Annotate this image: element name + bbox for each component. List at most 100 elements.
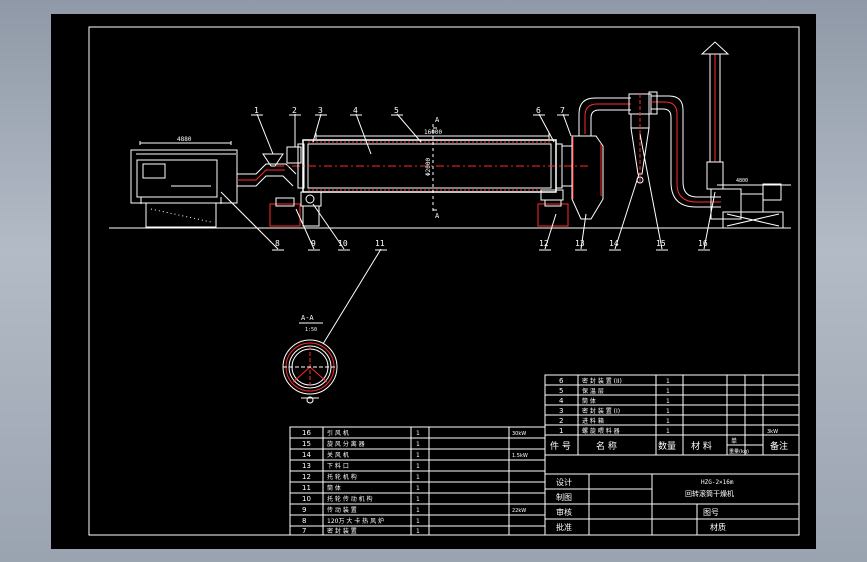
screw-feeder <box>262 146 302 167</box>
callout-13: 13 <box>575 239 585 248</box>
chimney <box>700 41 730 190</box>
part-qty: 1 <box>666 378 670 385</box>
drum-body: 16000 Φ2000 A A <box>276 116 591 220</box>
part-name: 筒 体 <box>582 397 596 405</box>
part-no: 2 <box>559 417 563 425</box>
part-name: 托 轮 传 动 机 构 <box>327 495 373 503</box>
part-qty: 1 <box>666 398 670 405</box>
part-no: 15 <box>302 440 311 448</box>
part-name: 密 封 装 置 (I) <box>582 407 620 415</box>
part-qty: 1 <box>666 408 670 415</box>
part-no: 1 <box>559 427 563 435</box>
part-no: 5 <box>559 387 563 395</box>
title-block: 设计 制图 审核 批准 HZG-2×16m 回转滚筒干燥机 图号 材质 <box>544 473 800 536</box>
callout-numbers: 1 2 3 4 5 6 7 8 9 10 11 12 13 14 15 16 <box>254 106 708 248</box>
model-number: HZG-2×16m <box>701 479 734 486</box>
part-qty: 1 <box>416 452 420 459</box>
part-no: 16 <box>302 429 311 437</box>
approve-label: 批准 <box>556 522 572 532</box>
callout-4: 4 <box>353 106 358 115</box>
callout-10: 10 <box>338 239 348 248</box>
parts-list-left-text: 16 引 风 机 1 30kW 15 旋 风 分 离 器 1 14 关 风 机 … <box>302 429 528 535</box>
parts-list-left <box>289 426 546 536</box>
fan-duct <box>648 91 721 208</box>
parts-list-right-text: 6 密 封 装 置 (II) 1 5 保 温 层 1 4 筒 体 1 3 密 封… <box>550 377 788 455</box>
part-qty: 1 <box>666 418 670 425</box>
drive-and-rollers <box>269 189 569 227</box>
header-qty: 数量 <box>658 440 676 452</box>
header-remark: 备注 <box>770 440 788 452</box>
callout-2: 2 <box>292 106 297 115</box>
part-name: 托 轮 机 构 <box>327 473 357 481</box>
hot-air-furnace: 4880 <box>130 136 238 228</box>
callout-6: 6 <box>536 106 541 115</box>
part-no: 6 <box>559 377 564 385</box>
part-qty: 1 <box>416 507 420 514</box>
header-name: 名 称 <box>596 440 617 452</box>
part-no: 10 <box>302 495 311 503</box>
part-qty: 1 <box>416 463 420 470</box>
part-no: 7 <box>302 527 306 535</box>
callout-14: 14 <box>609 239 619 248</box>
design-label: 设计 <box>556 477 572 487</box>
part-no: 3 <box>559 407 563 415</box>
callout-3: 3 <box>318 106 323 115</box>
drawing-title: 回转滚筒干燥机 <box>685 489 734 498</box>
part-name: 螺 旋 喂 料 器 <box>582 427 620 435</box>
header-no: 件 号 <box>550 440 571 452</box>
outlet-duct <box>578 97 631 136</box>
callout-9: 9 <box>311 239 316 248</box>
section-mark-top: A <box>435 116 440 124</box>
part-qty: 1 <box>416 441 420 448</box>
drawing-sheet: 4880 <box>51 14 816 549</box>
part-name: 保 温 层 <box>582 387 604 395</box>
part-no: 9 <box>302 506 306 514</box>
burner-dimension: 4880 <box>177 136 192 143</box>
length-dimension: 16000 <box>424 129 442 136</box>
part-qty: 1 <box>416 496 420 503</box>
diameter-dimension: Φ2000 <box>425 158 432 176</box>
discharge-box <box>561 135 604 220</box>
part-qty: 1 <box>416 528 420 535</box>
callout-5: 5 <box>394 106 399 115</box>
callout-leaders <box>220 113 716 345</box>
part-name: 引 风 机 <box>327 429 349 437</box>
section-mark-bottom: A <box>435 212 440 220</box>
callout-7: 7 <box>560 106 565 115</box>
part-name: 关 风 机 <box>327 451 349 459</box>
header-material: 材 料 <box>691 440 712 452</box>
part-name: 旋 风 分 离 器 <box>327 440 365 448</box>
part-qty: 1 <box>416 430 420 437</box>
part-no: 14 <box>302 451 311 459</box>
part-note: 22kW <box>512 508 526 514</box>
drawing-canvas: 4880 <box>88 26 800 536</box>
part-no: 11 <box>302 484 311 492</box>
drawing-border <box>88 26 800 536</box>
part-qty: 1 <box>666 428 670 435</box>
part-no: 13 <box>302 462 311 470</box>
cyclone-separator <box>628 93 652 184</box>
header-weight-total: 重量(kg) <box>729 448 749 455</box>
part-no: 12 <box>302 473 311 481</box>
section-view: A-A 1:50 <box>282 314 338 404</box>
section-scale: 1:50 <box>305 327 317 333</box>
part-name: 下 料 口 <box>327 462 349 470</box>
drawing-no-label: 图号 <box>703 508 719 517</box>
part-note: 3kW <box>767 429 778 435</box>
part-note: 1.5kW <box>512 453 528 459</box>
callout-11: 11 <box>375 239 385 248</box>
fan-dimension: 4800 <box>736 178 748 184</box>
induced-fan: 4800 <box>710 178 791 229</box>
part-name: 进 料 箱 <box>582 417 604 425</box>
part-name: 密 封 装 置 (II) <box>582 377 622 385</box>
callout-8: 8 <box>275 239 280 248</box>
part-name: 密 封 装 置 <box>327 527 357 535</box>
callout-1: 1 <box>254 106 259 115</box>
part-no: 8 <box>302 517 306 525</box>
inlet-duct <box>237 163 297 187</box>
section-title: A-A <box>301 314 314 322</box>
part-qty: 1 <box>416 518 420 525</box>
part-qty: 1 <box>416 474 420 481</box>
part-name: 120万 大 卡 热 风 炉 <box>327 517 384 525</box>
